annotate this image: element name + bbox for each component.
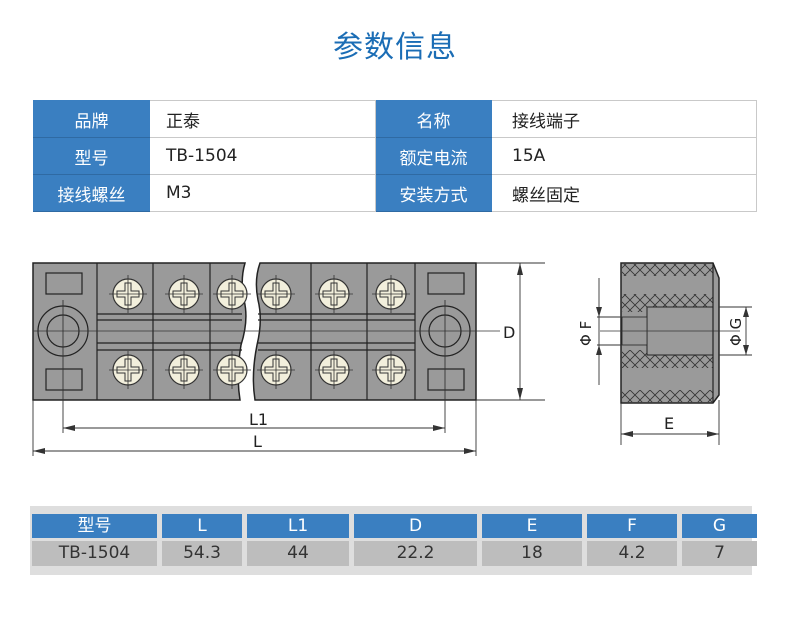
dim-label-e: E xyxy=(664,414,674,433)
dimension-header-cell: L xyxy=(162,514,242,538)
dimension-value-cell: 54.3 xyxy=(162,541,242,566)
spec-key: 安装方式 xyxy=(375,174,492,212)
side-view xyxy=(600,262,740,404)
dim-label-g: Φ G xyxy=(727,318,745,346)
spec-key: 品牌 xyxy=(33,100,150,138)
dimension-value-cell: 22.2 xyxy=(354,541,477,566)
side-dimension-lines xyxy=(596,278,752,445)
dim-label-d: D xyxy=(503,323,515,342)
spec-row: 型号 TB-1504 额定电流 15A xyxy=(33,137,757,175)
spec-row: 品牌 正泰 名称 接线端子 xyxy=(33,100,757,138)
dimension-value-cell: TB-1504 xyxy=(32,541,157,566)
spec-value: 接线端子 xyxy=(491,100,757,138)
spec-key: 额定电流 xyxy=(375,137,492,175)
dimension-header-cell: F xyxy=(587,514,677,538)
dimension-value-cell: 44 xyxy=(247,541,349,566)
dimension-value-cell: 7 xyxy=(682,541,757,566)
dimension-header-row: 型号 L L1 D E F G xyxy=(32,514,757,538)
dimension-header-cell: D xyxy=(354,514,477,538)
dimension-table: 型号 L L1 D E F G TB-1504 54.3 44 22.2 18 … xyxy=(30,506,757,575)
dimension-header-cell: G xyxy=(682,514,757,538)
dim-label-f: Φ F xyxy=(577,321,595,346)
spec-value: M3 xyxy=(149,174,376,212)
dimension-header-cell: L1 xyxy=(247,514,349,538)
spec-value: 螺丝固定 xyxy=(491,174,757,212)
spec-value: 15A xyxy=(491,137,757,175)
dimension-value-cell: 18 xyxy=(482,541,582,566)
dimension-header-cell: E xyxy=(482,514,582,538)
spec-key: 接线螺丝 xyxy=(33,174,150,212)
dimension-data-row: TB-1504 54.3 44 22.2 18 4.2 7 xyxy=(32,541,757,566)
spec-value: 正泰 xyxy=(149,100,376,138)
spec-value: TB-1504 xyxy=(149,137,376,175)
spec-key: 名称 xyxy=(375,100,492,138)
dimension-header-cell: 型号 xyxy=(32,514,157,538)
dim-label-l1: L1 xyxy=(249,410,268,429)
dimension-lines xyxy=(32,262,545,456)
spec-key: 型号 xyxy=(33,137,150,175)
spec-table: 品牌 正泰 名称 接线端子 型号 TB-1504 额定电流 15A 接线螺丝 M… xyxy=(33,100,757,212)
dim-label-l: L xyxy=(253,432,262,451)
spec-row: 接线螺丝 M3 安装方式 螺丝固定 xyxy=(33,174,757,212)
front-view xyxy=(32,262,500,401)
terminal-block-diagram: L1 L D E Φ F Φ G xyxy=(32,262,752,456)
page-title: 参数信息 xyxy=(333,30,457,65)
dimension-value-cell: 4.2 xyxy=(587,541,677,566)
